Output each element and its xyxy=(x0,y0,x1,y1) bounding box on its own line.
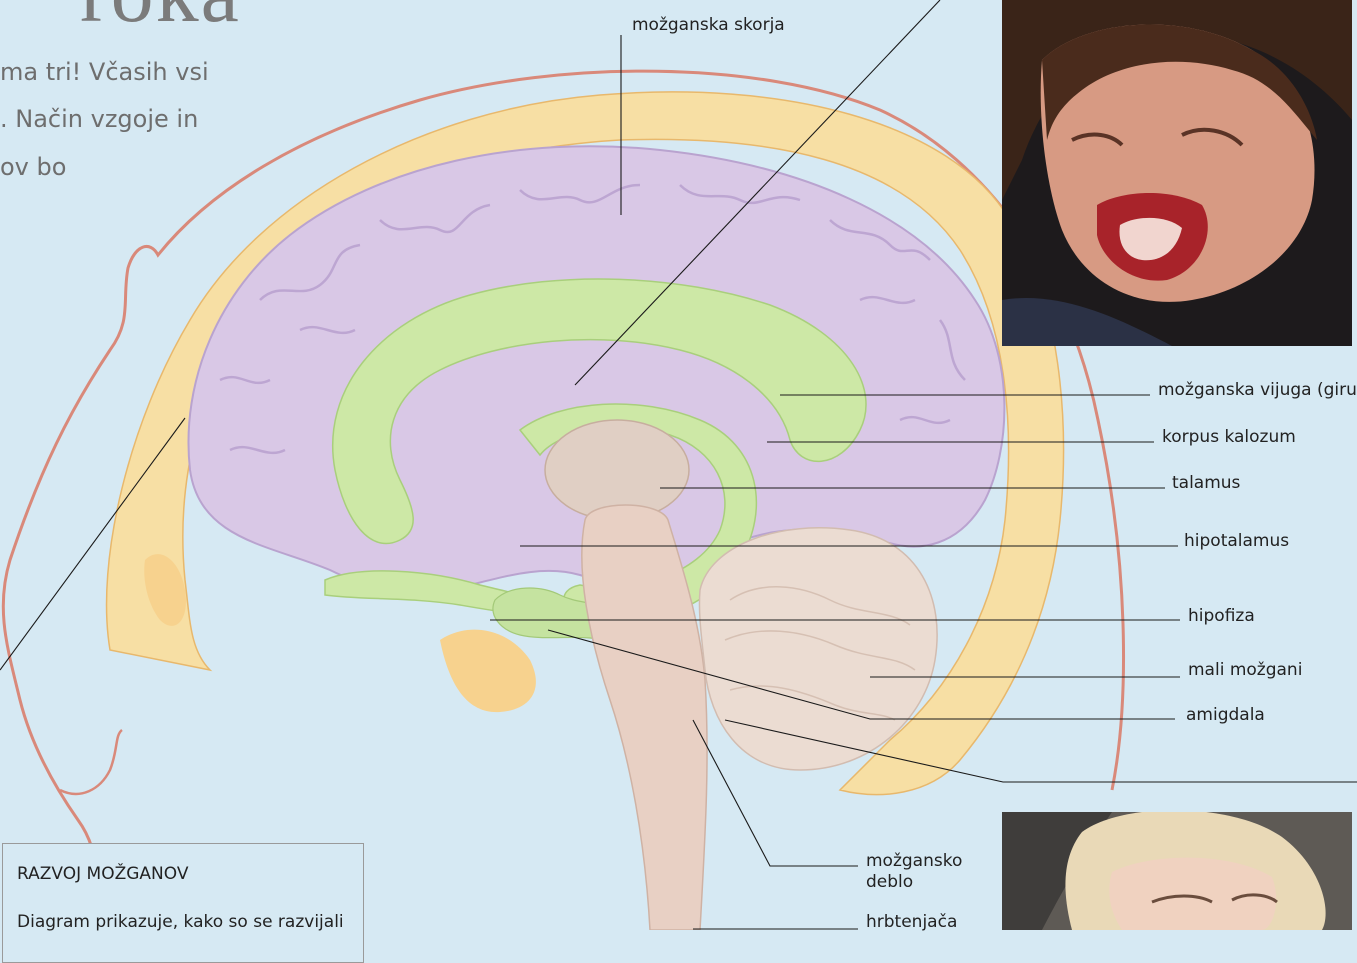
photo-blond-child xyxy=(1002,812,1352,930)
label-cortex: možganska skorja xyxy=(632,15,785,36)
label-amygdala: amigdala xyxy=(1186,705,1265,726)
label-brainstem-line1: možgansko xyxy=(866,851,962,872)
photo-crying-child xyxy=(1002,0,1352,346)
skull-base xyxy=(440,630,536,713)
info-box: RAZVOJ MOŽGANOV Diagram prikazuje, kako … xyxy=(2,843,364,963)
label-gyrus: možganska vijuga (girus) xyxy=(1158,380,1357,401)
label-corpus-callosum: korpus kalozum xyxy=(1162,427,1296,448)
label-cerebellum: mali možgani xyxy=(1188,660,1302,681)
label-spinal-cord: hrbtenjača xyxy=(866,912,957,933)
label-pituitary: hipofiza xyxy=(1188,606,1255,627)
nose-detail xyxy=(60,730,122,794)
info-box-heading: RAZVOJ MOŽGANOV xyxy=(17,864,188,884)
label-hypothalamus: hipotalamus xyxy=(1184,531,1289,552)
label-brainstem: možgansko deblo xyxy=(866,851,962,894)
info-box-text: Diagram prikazuje, kako so se razvijali xyxy=(17,912,344,932)
label-brainstem-line2: deblo xyxy=(866,872,962,893)
label-thalamus: talamus xyxy=(1172,473,1240,494)
